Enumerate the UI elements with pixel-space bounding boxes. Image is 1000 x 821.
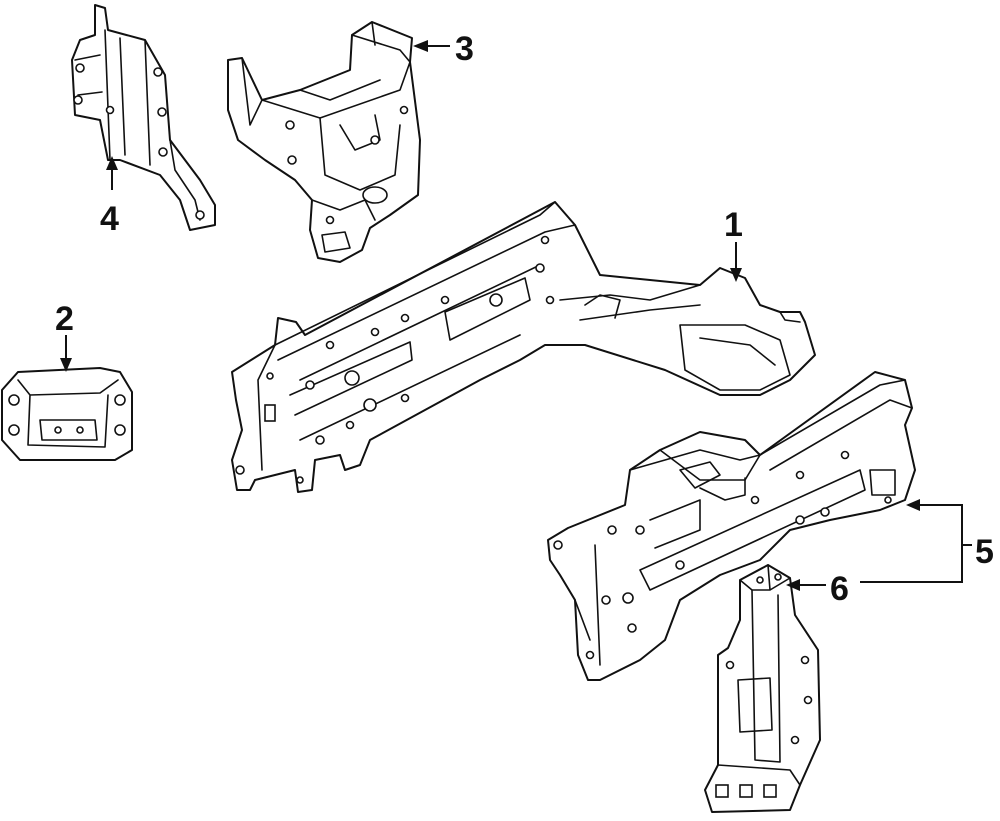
callout-2: 2 (55, 300, 74, 338)
leader-5 (860, 504, 963, 583)
part-6-bracket (704, 564, 821, 813)
arrow-1 (730, 268, 742, 282)
part-2-plate (1, 367, 133, 461)
callout-3: 3 (455, 30, 474, 68)
callout-6: 6 (830, 570, 849, 608)
part-3-bracket (227, 21, 421, 263)
callout-1: 1 (724, 206, 743, 244)
arrow-2 (60, 358, 72, 372)
leader-lines (60, 40, 972, 591)
arrow-6 (786, 579, 800, 591)
part-5-rail (547, 371, 916, 681)
callout-labels: 1 2 3 4 5 6 (55, 30, 994, 608)
callout-5: 5 (975, 533, 994, 571)
arrow-4 (106, 156, 118, 170)
part-4-bracket (71, 4, 216, 231)
arrow-3 (413, 40, 428, 52)
arrow-5 (906, 499, 920, 511)
callout-4: 4 (100, 200, 119, 238)
part-1-crossmember (231, 201, 816, 493)
